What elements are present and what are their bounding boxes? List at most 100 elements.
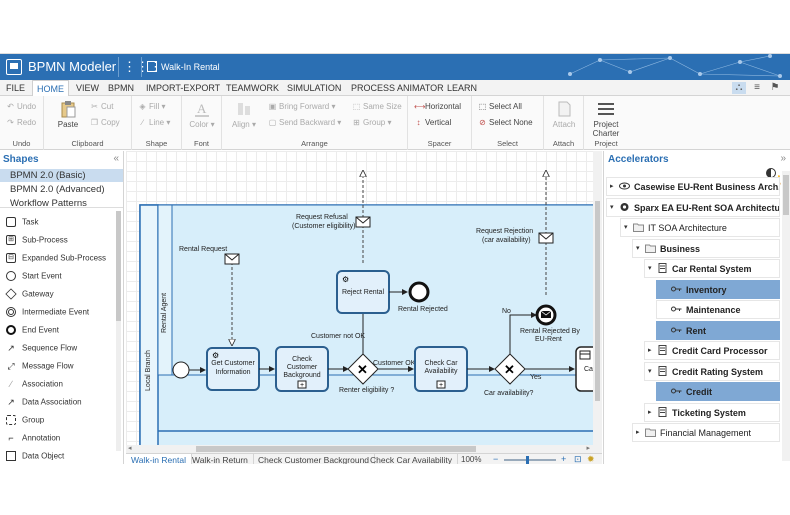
menu-process-animator[interactable]: PROCESS ANIMATOR [351, 83, 444, 93]
shapes-scrollbar[interactable] [116, 211, 121, 451]
group-button[interactable]: ⊞Group ▾ [353, 118, 392, 127]
tool-end-event[interactable]: End Event [6, 325, 116, 341]
tool-sub-process[interactable]: ⊞Sub-Process [6, 235, 116, 251]
layers-icon[interactable]: ≡ [754, 82, 760, 93]
tool-expanded-sub-process[interactable]: ⊟Expanded Sub-Process [6, 253, 116, 269]
tree-node-sparx-ea-eu-rent-soa-architectu[interactable]: ▾Sparx EA EU-Rent SOA Architectu... [606, 198, 780, 217]
same-size-button[interactable]: ⬚Same Size [352, 102, 402, 111]
canvas-horizontal-scrollbar[interactable]: ◂ ▸ [126, 445, 602, 453]
same-size-icon: ⬚ [352, 102, 361, 111]
menu-learn[interactable]: LEARN [447, 83, 478, 93]
expand-arrow-icon[interactable]: ▸ [648, 347, 652, 354]
group-shape-icon [6, 415, 16, 425]
tool-gateway[interactable]: Gateway [5, 288, 116, 305]
scroll-right-icon[interactable]: ▸ [586, 445, 590, 452]
expand-arrow-icon[interactable]: ▾ [610, 204, 614, 211]
tree-node-ticketing-system[interactable]: ▸ Ticketing System [644, 403, 780, 422]
collapse-left-icon[interactable]: « [113, 153, 119, 164]
redo-button[interactable]: ↷Redo [7, 118, 37, 127]
tree-node-it-soa-architecture[interactable]: ▾IT SOA Architecture [620, 218, 780, 237]
gateway-renter-eligibility[interactable] [347, 353, 379, 385]
expand-arrow-icon[interactable]: ▸ [610, 183, 614, 190]
sequence-flow-no[interactable] [509, 312, 537, 354]
tool-start-event[interactable]: Start Event [6, 271, 116, 287]
app-grid-icon[interactable]: ⋮⋮⋮ [123, 59, 162, 74]
gateway-car-availability[interactable] [494, 353, 526, 385]
zoom-slider[interactable] [504, 456, 556, 464]
menu-import-export[interactable]: IMPORT-EXPORT [146, 83, 221, 93]
menu-view[interactable]: VIEW [76, 83, 100, 93]
expand-arrow-icon[interactable]: ▾ [648, 265, 652, 272]
send-backward-button[interactable]: ▢Send Backward ▾ [268, 118, 342, 127]
tool-annotation[interactable]: ⌐Annotation [6, 433, 116, 449]
bring-forward-button[interactable]: ▣Bring Forward ▾ [268, 102, 336, 111]
end-event-rental-rejected[interactable] [408, 281, 430, 303]
tool-group[interactable]: Group [6, 415, 116, 431]
zoom-out-icon[interactable]: − [493, 454, 499, 464]
library-bpmn-advanced[interactable]: BPMN 2.0 (Advanced) [10, 184, 105, 195]
line-button[interactable]: ∕Line ▾ [138, 118, 171, 127]
select-all-button[interactable]: ⬚Select All [478, 102, 522, 111]
diagram-canvas[interactable]: Local Branch Rental Agent Rental Request… [126, 151, 602, 445]
select-none-button[interactable]: ⊘Select None [479, 118, 533, 127]
key-icon [671, 388, 682, 394]
tree-node-business[interactable]: ▾Business [632, 239, 780, 258]
tree-node-inventory[interactable]: Inventory [656, 280, 780, 299]
subprocess-marker-icon-2 [436, 380, 446, 389]
vertical-spacer-button[interactable]: ↕Vertical [414, 118, 452, 127]
tool-sequence-flow[interactable]: ↗Sequence Flow [7, 343, 78, 353]
tree-node-maintenance[interactable]: Maintenance [656, 300, 780, 319]
menu-bpmn[interactable]: BPMN [108, 83, 135, 93]
attach-button[interactable]: Attach [548, 100, 580, 129]
scroll-left-icon[interactable]: ◂ [128, 445, 132, 452]
tool-data-object[interactable]: Data Object [6, 451, 116, 464]
menu-simulation[interactable]: SIMULATION [287, 83, 342, 93]
tab-walk-in-rental[interactable]: Walk-in Rental [126, 454, 192, 464]
start-event[interactable] [172, 361, 190, 379]
library-bpmn-basic[interactable]: BPMN 2.0 (Basic) [0, 169, 123, 182]
fit-page-icon[interactable]: ⊡ [574, 454, 582, 464]
expand-arrow-icon[interactable]: ▸ [648, 409, 652, 416]
expand-arrow-icon[interactable]: ▾ [624, 224, 628, 231]
hierarchy-icon[interactable]: ⛬ [732, 82, 746, 94]
fill-button[interactable]: ◈Fill ▾ [139, 102, 166, 111]
undo-button[interactable]: ↶Undo [7, 102, 37, 111]
align-button[interactable]: Align ▾ [228, 100, 260, 129]
tool-intermediate-event[interactable]: Intermediate Event [6, 307, 116, 323]
tree-node-credit[interactable]: Credit [656, 382, 780, 401]
sub-process-icon: ⊞ [6, 235, 16, 245]
tree-node-label: Ticketing System [672, 408, 746, 418]
tab-walk-in-return[interactable]: Walk-in Return [187, 454, 254, 464]
menu-file[interactable]: FILE [6, 83, 26, 93]
menu-teamwork[interactable]: TEAMWORK [226, 83, 279, 93]
expand-arrow-icon[interactable]: ▾ [636, 245, 640, 252]
expand-arrow-icon[interactable]: ▸ [636, 429, 640, 436]
tree-node-rent[interactable]: Rent [656, 321, 780, 340]
paste-button[interactable]: Paste [54, 100, 82, 129]
canvas-vertical-scrollbar[interactable] [593, 151, 602, 445]
flag-icon[interactable]: ⚑ [770, 82, 780, 93]
tool-data-association[interactable]: ↗Data Association [7, 397, 82, 407]
tree-node-car-rental-system[interactable]: ▾Car Rental System [644, 259, 780, 278]
tool-message-flow[interactable]: ⤢Message Flow [7, 361, 74, 371]
accelerators-scrollbar[interactable] [782, 171, 790, 461]
library-workflow-patterns[interactable]: Workflow Patterns [10, 198, 87, 209]
font-color-button[interactable]: A Color ▾ [189, 101, 215, 129]
copy-button[interactable]: ❐Copy [90, 118, 120, 127]
settings-icon[interactable]: ✹ [587, 454, 595, 464]
tab-check-car-availability[interactable]: Check Car Availability [365, 454, 459, 464]
horizontal-spacer-button[interactable]: ⟷Horizontal [414, 102, 462, 111]
collapse-right-icon[interactable]: » [780, 153, 786, 164]
expand-arrow-icon[interactable]: ▾ [648, 368, 652, 375]
tree-node-financial-management[interactable]: ▸Financial Management [632, 423, 780, 442]
cut-button[interactable]: ✂Cut [91, 102, 114, 111]
tab-check-customer-background[interactable]: Check Customer Background [253, 454, 376, 464]
tool-association[interactable]: ∕Association [6, 379, 116, 395]
tree-node-credit-card-processor[interactable]: ▸Credit Card Processor [644, 341, 780, 360]
zoom-in-icon[interactable]: + [561, 454, 567, 464]
tree-node-credit-rating-system[interactable]: ▾Credit Rating System [644, 362, 780, 381]
tool-task[interactable]: Task [6, 217, 116, 233]
menu-home[interactable]: HOME [32, 80, 69, 96]
tree-node-casewise-eu-rent-business-arch[interactable]: ▸Casewise EU-Rent Business Arch... [606, 177, 780, 196]
